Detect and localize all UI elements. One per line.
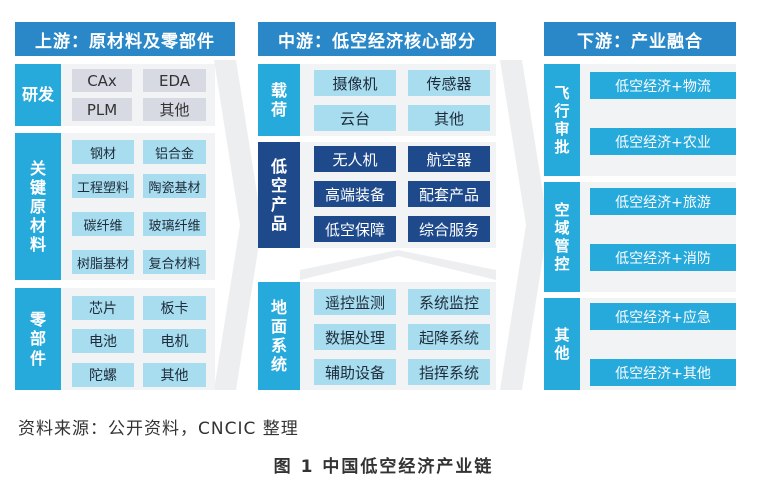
research-item: PLM	[72, 98, 132, 121]
product-item: 高端装备	[314, 181, 396, 207]
material-item: 玻璃纤维	[143, 212, 206, 236]
products-label: 低空产品	[258, 142, 300, 248]
payload-item: 其他	[408, 105, 490, 131]
ground-item: 数据处理	[314, 324, 396, 350]
material-item: 铝合金	[143, 140, 206, 164]
ground-item: 指挥系统	[408, 359, 490, 385]
part-item: 电池	[72, 329, 134, 353]
other-item: 低空经济+其他	[590, 359, 736, 386]
flow-arrow-1	[214, 60, 262, 390]
ground-item: 起降系统	[408, 324, 490, 350]
part-item: 其他	[143, 363, 206, 387]
research-item: EDA	[143, 69, 206, 92]
payload-label: 载荷	[258, 64, 300, 136]
airspace-item: 低空经济+消防	[590, 244, 736, 271]
header-midstream: 中游：低空经济核心部分	[258, 22, 496, 56]
research-item: 其他	[143, 98, 206, 121]
part-item: 板卡	[143, 296, 206, 320]
material-item: 碳纤维	[72, 212, 134, 236]
product-item: 综合服务	[408, 216, 490, 242]
material-item: 工程塑料	[72, 174, 134, 198]
product-item: 航空器	[408, 146, 490, 172]
research-item: CAx	[72, 69, 132, 92]
product-item: 无人机	[314, 146, 396, 172]
parts-label: 零部件	[15, 288, 61, 390]
mid-chevron	[300, 250, 496, 280]
research-label: 研发	[15, 64, 61, 126]
figure-title: 图 1 中国低空经济产业链	[273, 457, 494, 477]
header-upstream: 上游：原材料及零部件	[15, 22, 235, 56]
material-item: 复合材料	[143, 250, 206, 274]
product-item: 低空保障	[314, 216, 396, 242]
approval-label: 飞行审批	[544, 64, 580, 176]
airspace-label: 空域管控	[544, 182, 580, 292]
other-label: 其他	[544, 298, 580, 390]
other-item: 低空经济+应急	[590, 303, 736, 330]
part-item: 芯片	[72, 296, 134, 320]
product-item: 配套产品	[408, 181, 490, 207]
airspace-item: 低空经济+旅游	[590, 188, 736, 215]
approval-item: 低空经济+物流	[590, 72, 736, 99]
part-item: 陀螺	[72, 363, 134, 387]
ground-item: 系统监控	[408, 289, 490, 315]
header-downstream: 下游：产业融合	[544, 22, 736, 56]
ground-item: 辅助设备	[314, 359, 396, 385]
part-item: 电机	[143, 329, 206, 353]
materials-label: 关键原材料	[15, 133, 61, 280]
flow-arrow-2	[500, 60, 548, 390]
payload-item: 传感器	[408, 70, 490, 96]
material-item: 陶瓷基材	[143, 174, 206, 198]
source-note: 资料来源：公开资料，CNCIC 整理	[18, 419, 299, 439]
approval-item: 低空经济+农业	[590, 128, 736, 155]
payload-item: 云台	[314, 105, 396, 131]
payload-item: 摄像机	[314, 70, 396, 96]
material-item: 树脂基材	[72, 250, 134, 274]
ground-item: 遥控监测	[314, 289, 396, 315]
material-item: 钢材	[72, 140, 134, 164]
ground-label: 地面系统	[258, 282, 300, 390]
